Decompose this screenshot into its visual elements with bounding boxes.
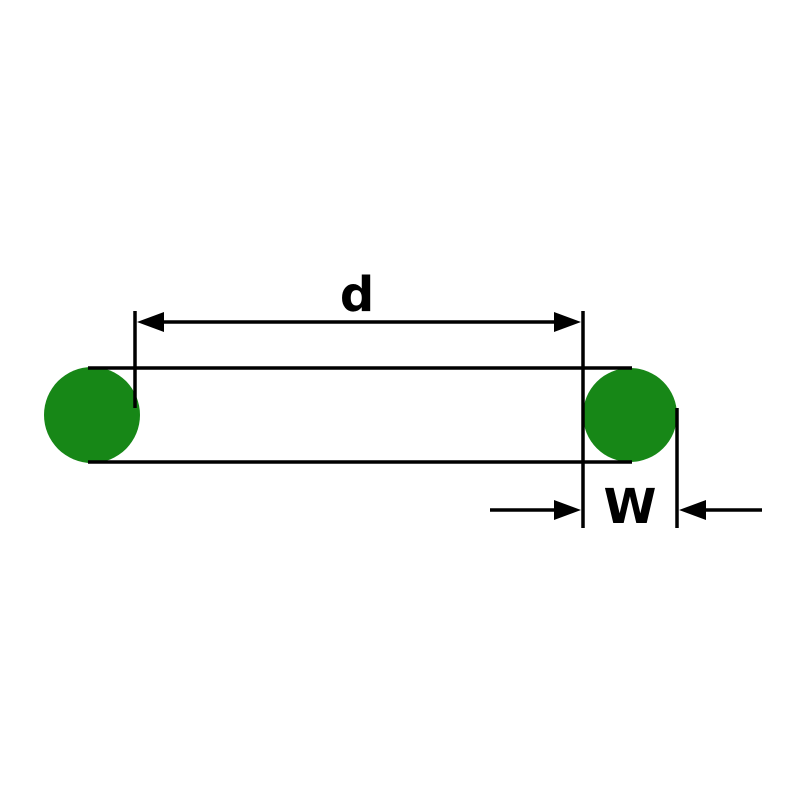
cross-section-width-label: W: [604, 479, 657, 535]
oring-left-cross-section: [44, 367, 140, 463]
inner-diameter-label: d: [340, 267, 374, 323]
oring-right-cross-section: [583, 368, 677, 462]
d-arrowhead-right: [554, 312, 581, 332]
d-arrowhead-left: [137, 312, 164, 332]
w-arrowhead-right: [679, 500, 706, 520]
w-arrowhead-left: [554, 500, 581, 520]
